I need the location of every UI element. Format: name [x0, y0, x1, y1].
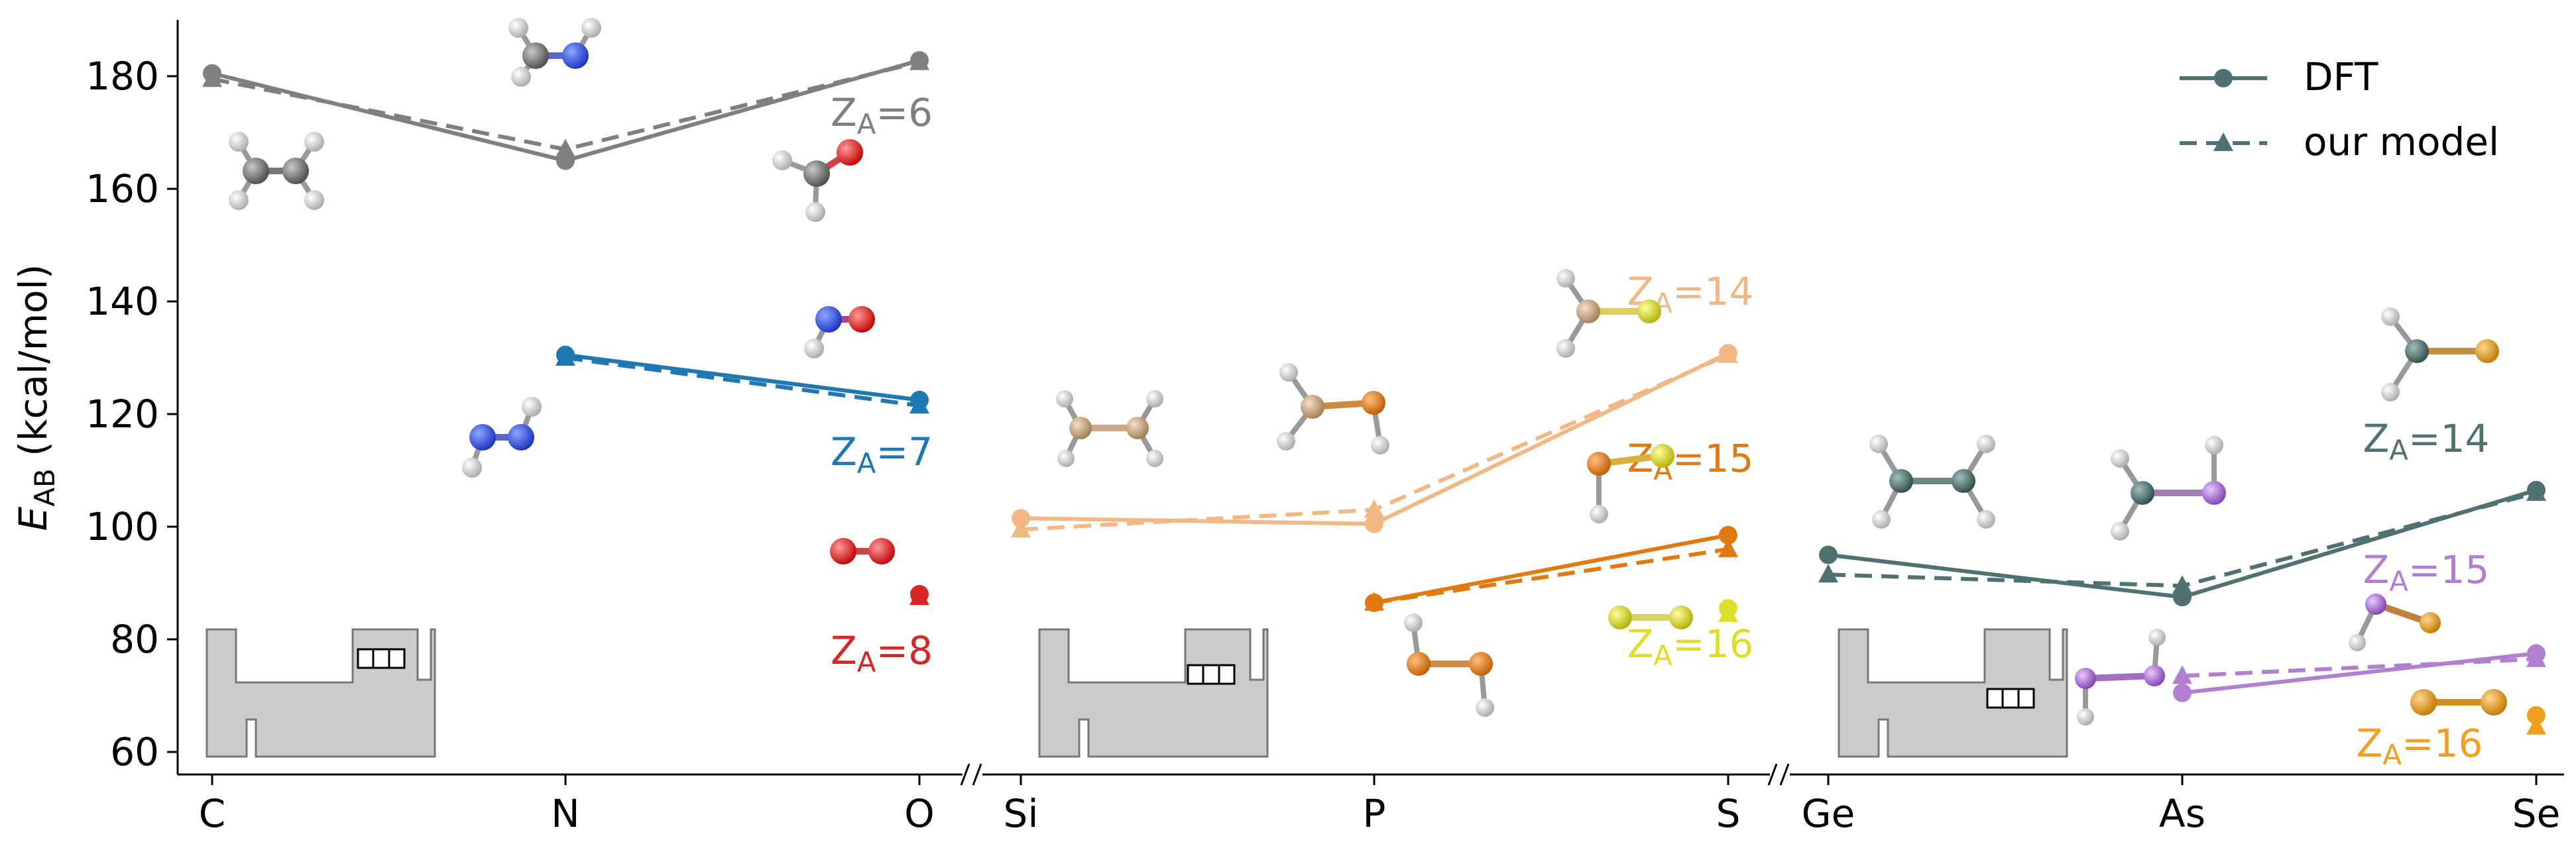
- axes: 60 80 100 120 140 160 180 C N O Si P S Ge As Se EAB (k…: [11, 20, 2564, 836]
- series-labels: ZA=6ZA=7ZA=8ZA=14ZA=15ZA=16ZA=14ZA=15ZA=…: [831, 90, 2489, 771]
- molecule-as2h2-image: [2075, 629, 2166, 725]
- data-point-model: [2172, 665, 2192, 684]
- data-point-model: [909, 51, 929, 70]
- data-point-model: [1718, 603, 1738, 622]
- series-label: ZA=15: [1627, 436, 1754, 486]
- y-tick-label: 180: [86, 54, 159, 99]
- x-ticks: C N O Si P S Ge As Se: [199, 774, 2561, 836]
- molecule-hps-image: [1587, 444, 1674, 523]
- y-tick-label: 140: [86, 279, 159, 324]
- periodic-table-inset-1: [205, 628, 436, 758]
- x-tick-label: Si: [1004, 791, 1039, 836]
- periodic-table-inset-3: [1838, 628, 2068, 758]
- molecule-ch2nh-image: [508, 18, 601, 87]
- data-point-model: [556, 138, 575, 158]
- data-point-model: [2526, 482, 2546, 501]
- y-ticks: 60 80 100 120 140 160 180: [86, 54, 178, 774]
- x-tick-label: Se: [2512, 791, 2561, 836]
- molecule-ge2h4-image: [1869, 435, 1995, 529]
- data-point-model: [556, 347, 575, 366]
- x-tick-label: N: [551, 791, 579, 836]
- y-tick-label: 80: [110, 617, 159, 662]
- y-tick-label: 120: [86, 392, 159, 437]
- data-point-dft: [2173, 683, 2192, 702]
- series-line-dft: [1374, 533, 1729, 605]
- data-point-dft: [1365, 514, 1383, 533]
- data-point-model: [1011, 519, 1031, 538]
- data-point-model: [909, 586, 929, 606]
- data-point-model: [1718, 539, 1738, 557]
- x-tick-label: O: [904, 791, 935, 836]
- series-label: ZA=16: [1627, 621, 1754, 672]
- x-tick-label: C: [199, 791, 226, 836]
- y-tick-label: 160: [86, 166, 159, 211]
- data-point-model: [1818, 564, 1838, 583]
- molecule-c2h4-image: [229, 132, 324, 210]
- molecule-p2h2-image: [1404, 613, 1494, 717]
- molecule-ch2o-image: [772, 139, 863, 222]
- axis-break-1: [960, 763, 982, 786]
- molecule-s2-image: [1608, 606, 1693, 629]
- molecule-hno-image: [804, 306, 875, 358]
- series-label: ZA=8: [831, 628, 933, 678]
- legend-dft-label: DFT: [2304, 54, 2378, 99]
- series-label: ZA=14: [2363, 416, 2490, 466]
- x-tick-label: S: [1716, 791, 1741, 836]
- molecule-hasse-image: [2349, 594, 2441, 651]
- series-label: ZA=16: [2357, 721, 2483, 771]
- periodic-table-inset-2: [1038, 628, 1269, 758]
- molecule-h2sis-image: [1556, 269, 1661, 358]
- data-point-dft: [1719, 525, 1737, 545]
- data-point-model: [2526, 716, 2546, 735]
- data-point-model: [909, 395, 929, 414]
- legend-model-label: our model: [2304, 119, 2499, 164]
- legend-model-marker: [2213, 133, 2233, 151]
- molecule-o2-image: [830, 538, 895, 564]
- axis-break-2: [1767, 763, 1790, 786]
- molecule-n2h2-image: [462, 397, 542, 478]
- data-point-dft: [1819, 545, 1838, 564]
- legend-dft-marker: [2214, 69, 2233, 87]
- series-line-model: [2182, 657, 2537, 678]
- molecule-h2geash-image: [2111, 436, 2226, 541]
- molecule-h2sip-image: [1277, 363, 1389, 454]
- data-point-model: [202, 68, 222, 87]
- data-point-model: [1364, 592, 1384, 611]
- series-label: ZA=15: [2363, 547, 2490, 598]
- series-line-model: [1374, 547, 1729, 605]
- data-point-model: [2526, 648, 2546, 667]
- series-layer: [202, 51, 2546, 735]
- data-point-dft: [1012, 509, 1030, 528]
- data-point-model: [2172, 575, 2192, 594]
- molecule-si2h4-image: [1056, 390, 1163, 467]
- x-tick-label: As: [2159, 791, 2205, 836]
- x-tick-label: Ge: [1802, 791, 1855, 836]
- series-line-dft: [565, 352, 920, 402]
- y-tick-label: 60: [110, 729, 159, 774]
- x-tick-label: P: [1363, 791, 1386, 836]
- y-tick-label: 100: [86, 504, 159, 549]
- y-axis-label: EAB (kcal/mol): [11, 264, 61, 531]
- series-line-model: [565, 356, 920, 408]
- legend: DFT our model: [2180, 54, 2499, 164]
- series-label: ZA=6: [831, 90, 933, 140]
- data-point-model: [1364, 499, 1384, 518]
- series-label: ZA=7: [831, 429, 933, 480]
- data-point-dft: [2527, 706, 2546, 725]
- molecule-h2gese-image: [2381, 307, 2499, 401]
- molecule-se2-image: [2410, 689, 2507, 716]
- data-point-model: [1718, 344, 1738, 363]
